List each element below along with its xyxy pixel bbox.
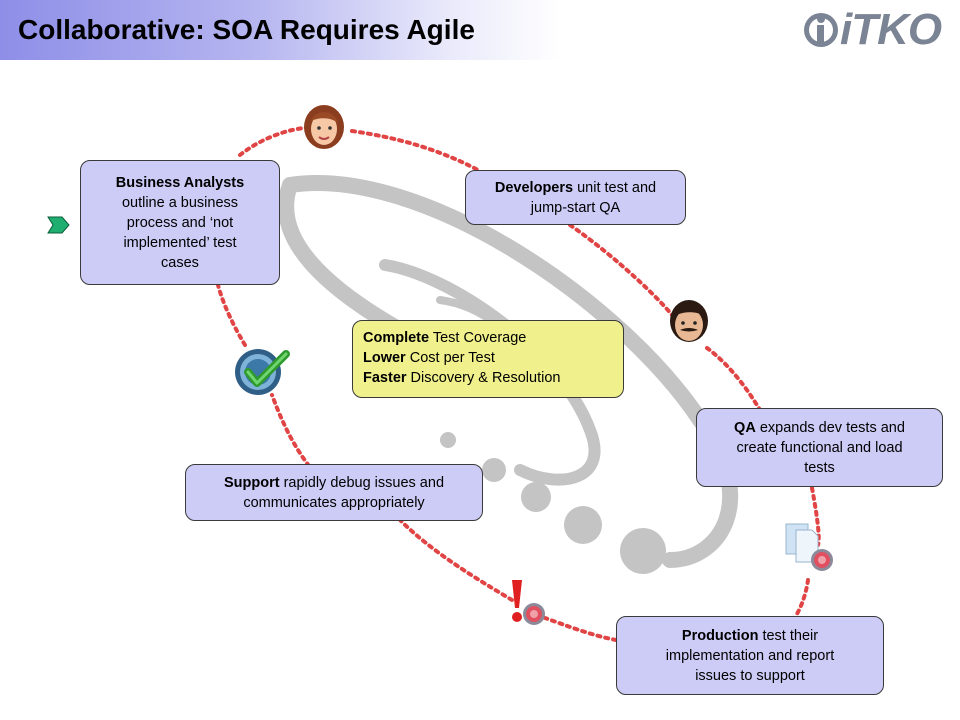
- slide-title: Collaborative: SOA Requires Agile: [18, 14, 475, 45]
- benefit-complete-label: Complete: [363, 330, 430, 346]
- qa-text: expands dev tests and: [755, 419, 905, 436]
- benefit-faster-text: Discovery & Resolution: [406, 370, 561, 386]
- support-line-2: communicates appropriately: [243, 494, 425, 511]
- start-arrow-icon: [47, 216, 70, 234]
- woman-avatar-icon: [304, 105, 344, 149]
- benefit-complete-text: Test Coverage: [429, 330, 527, 346]
- benefits-box: Complete Test Coverage Lower Cost per Te…: [352, 320, 624, 398]
- benefit-row: Faster Discovery & Resolution: [363, 368, 613, 388]
- benefit-faster-label: Faster: [363, 370, 407, 386]
- developers-text: unit test and: [573, 179, 657, 196]
- title-bar: [0, 0, 560, 60]
- alert-exclamation-icon: [512, 580, 545, 625]
- production-text: test their: [758, 627, 819, 644]
- developers-heading: Developers: [494, 179, 574, 196]
- benefit-lower-text: Cost per Test: [405, 350, 495, 366]
- qa-line-2: create functional and load: [736, 439, 903, 456]
- checkmark-badge-icon: [235, 349, 290, 395]
- qa-line-3: tests: [804, 459, 835, 476]
- business-analysts-box: Business Analysts outline a business pro…: [80, 160, 280, 285]
- business-analysts-line-1: outline a business: [121, 194, 239, 211]
- business-analysts-line-3: implemented’ test: [123, 234, 237, 251]
- support-box: Support rapidly debug issues and communi…: [185, 464, 483, 521]
- benefit-row: Lower Cost per Test: [363, 348, 613, 368]
- benefit-row: Complete Test Coverage: [363, 328, 613, 348]
- production-box: Production test their implementation and…: [616, 616, 884, 695]
- man-avatar-icon: [670, 300, 708, 342]
- qa-heading: QA: [734, 419, 756, 436]
- business-analysts-heading: Business Analysts: [115, 174, 245, 191]
- business-analysts-line-4: cases: [161, 254, 199, 271]
- production-line-2: implementation and report: [665, 647, 835, 664]
- support-text: rapidly debug issues and: [279, 474, 445, 491]
- support-heading: Support: [223, 474, 280, 491]
- developers-box: Developers unit test and jump-start QA: [465, 170, 686, 225]
- swirl-dots: [440, 432, 666, 574]
- logo-wordmark: iTKO: [840, 5, 942, 54]
- developers-line-2: jump-start QA: [530, 199, 621, 216]
- qa-box: QA expands dev tests and create function…: [696, 408, 943, 487]
- cycle-path: [216, 125, 821, 642]
- business-analysts-line-2: process and ‘not: [126, 214, 234, 231]
- production-line-3: issues to support: [695, 667, 805, 684]
- benefit-lower-label: Lower: [363, 350, 406, 366]
- production-heading: Production: [681, 627, 759, 644]
- itko-logo: iTKO: [802, 6, 952, 54]
- itko-logo-mark-icon: [804, 13, 838, 47]
- documents-icon: [785, 523, 833, 571]
